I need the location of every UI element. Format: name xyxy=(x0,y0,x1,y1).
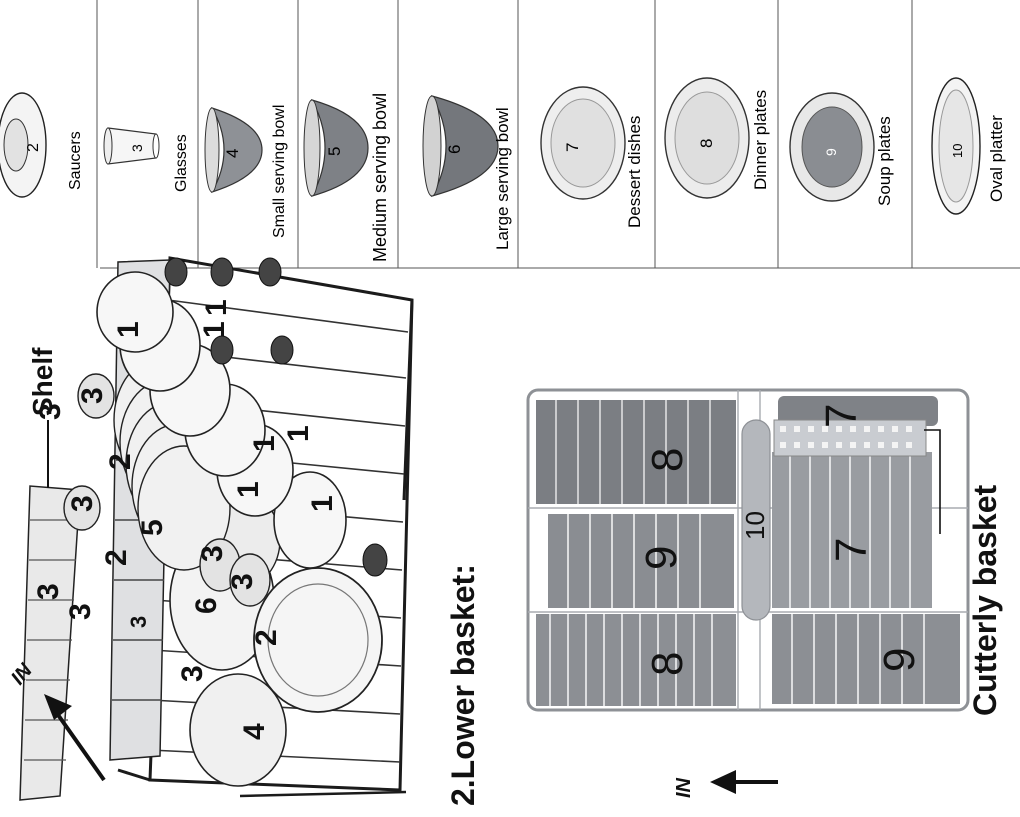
legend-soup-number: 9 xyxy=(823,148,839,156)
legend-saucer-name: Saucers xyxy=(67,131,84,190)
legend-dinner-name: Dinner plates xyxy=(751,90,770,190)
marker-lower-8-top: 8 xyxy=(643,652,692,676)
legend-strip: 2 Saucers 3 Glasses 4 Small serving bowl… xyxy=(0,0,1020,268)
legend-platter-number: 10 xyxy=(950,144,965,158)
legend-small-bowl: 4 Small serving bowl xyxy=(205,105,288,238)
legend-large-bowl: 6 Large serving bowl xyxy=(423,96,512,250)
cutlery-basket-label: Cutterly basket xyxy=(967,484,1003,716)
marker-cup-4: 1 xyxy=(232,481,265,498)
marker-glass-3: 3 xyxy=(176,665,209,682)
legend-platter-name: Oval platter xyxy=(987,115,1006,202)
legend-large-bowl-number: 6 xyxy=(445,145,464,154)
marker-glass-4: 3 xyxy=(126,616,151,628)
lower-direction-label: IN xyxy=(673,777,695,798)
plates-bottom-left-8 xyxy=(536,400,736,504)
legend-dessert-number: 7 xyxy=(563,143,582,152)
legend-soup-name: Soup plates xyxy=(875,116,894,206)
marker-saucer-3: 2 xyxy=(250,629,283,646)
legend-small-bowl-number: 4 xyxy=(223,149,242,158)
lower-basket-illustration: 8 9 8 9 7 7 10 Cutterly basket xyxy=(528,390,1003,716)
marker-saucer-1: 2 xyxy=(104,453,137,470)
legend-dinner-plate: 8 Dinner plates xyxy=(665,78,770,198)
lower-basket-title: 2.Lower basket: xyxy=(445,564,481,806)
marker-lower-7-middle: 7 xyxy=(827,538,876,562)
marker-saucer-2: 2 xyxy=(100,549,133,566)
marker-glass-2: 3 xyxy=(66,495,99,512)
marker-lower-7-bottom: 7 xyxy=(817,404,866,428)
marker-cup-6: 1 xyxy=(282,425,315,442)
marker-glass-6: 3 xyxy=(226,573,259,590)
legend-dinner-number: 8 xyxy=(697,139,716,148)
marker-glass-9: 3 xyxy=(32,583,65,600)
marker-cup-7: 1 xyxy=(200,299,233,316)
legend-glass: 3 Glasses xyxy=(104,128,190,192)
marker-cup-1: 1 xyxy=(112,321,145,338)
marker-cup-5: 1 xyxy=(306,495,339,512)
legend-medium-bowl-number: 5 xyxy=(325,147,344,156)
marker-lower-8-bottom: 8 xyxy=(643,448,692,472)
legend-large-bowl-name: Large serving bowl xyxy=(493,107,512,250)
marker-glass-7: 3 xyxy=(64,603,97,620)
marker-glass-5: 3 xyxy=(196,545,229,562)
marker-lower-9-middle: 9 xyxy=(637,546,686,570)
legend-small-bowl-name: Small serving bowl xyxy=(271,105,288,238)
legend-medium-bowl-name: Medium serving bowl xyxy=(370,93,390,262)
upper-rack-illustration: 1 1 1 1 1 1 1 2 2 2 3 3 3 3 3 3 3 3 3 4 … xyxy=(7,258,412,800)
legend-dessert-dish: 7 Dessert dishes xyxy=(541,87,644,228)
legend-saucer: 2 Saucers xyxy=(0,93,84,197)
plates-top-right-9 xyxy=(772,614,960,704)
marker-medium-bowl: 5 xyxy=(136,519,169,536)
legend-medium-bowl: 5 Medium serving bowl xyxy=(304,93,390,262)
lower-direction-arrow: IN xyxy=(673,770,778,798)
legend-glass-number: 3 xyxy=(129,144,145,152)
marker-lower-10: 10 xyxy=(740,511,770,540)
plates-top-left-8 xyxy=(536,614,736,706)
marker-glass-1: 3 xyxy=(76,387,109,404)
marker-large-bowl: 6 xyxy=(190,597,223,614)
marker-cup-2: 1 xyxy=(198,321,231,338)
legend-oval-platter: 10 Oval platter xyxy=(932,78,1006,214)
marker-cup-3: 1 xyxy=(248,435,281,452)
legend-soup-plate: 9 Soup plates xyxy=(790,93,894,206)
plates-middle-right-7 xyxy=(772,452,932,608)
legend-saucer-number: 2 xyxy=(25,143,42,152)
legend-glass-name: Glasses xyxy=(173,134,190,192)
legend-dessert-name: Dessert dishes xyxy=(625,116,644,228)
marker-lower-9-right: 9 xyxy=(875,648,924,672)
shelf-label: Shelf xyxy=(27,347,58,416)
marker-small-bowl: 4 xyxy=(238,723,271,740)
